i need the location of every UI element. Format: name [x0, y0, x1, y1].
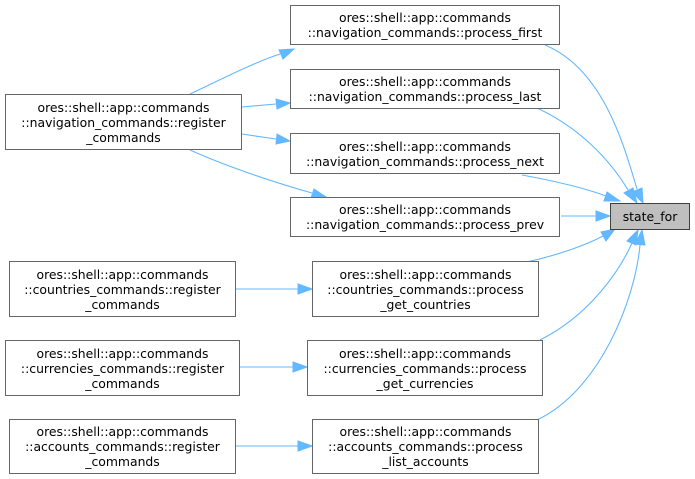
edge-process-get-countries-to-state-for	[521, 235, 604, 264]
node-process-next[interactable]: ores::shell::app::commands ::navigation_…	[290, 133, 560, 174]
edge-process-list-accounts-to-state-for	[536, 244, 641, 421]
edge-nav-register-to-process-first	[189, 53, 281, 95]
node-label-line: ::accounts_commands::process	[328, 439, 523, 454]
node-label-line: ::navigation_commands::register	[21, 114, 226, 130]
edge-process-next-to-state-for	[521, 174, 607, 197]
arrowhead	[600, 228, 617, 242]
arrowhead	[626, 228, 639, 246]
node-process-last[interactable]: ores::shell::app::commands ::navigation_…	[290, 69, 560, 109]
node-label-line: ores::shell::app::commands	[36, 424, 209, 439]
node-accounts-register-commands[interactable]: ores::shell::app::commands ::accounts_co…	[9, 419, 236, 474]
arrowhead	[275, 133, 292, 145]
arrowhead	[275, 98, 292, 110]
node-process-first[interactable]: ores::shell::app::commands ::navigation_…	[290, 5, 560, 45]
node-process-prev[interactable]: ores::shell::app::commands ::navigation_…	[290, 197, 560, 237]
node-process-get-countries[interactable]: ores::shell::app::commands ::countries_c…	[312, 261, 539, 317]
edge-nav-register-to-process-last	[241, 103, 277, 108]
node-label-line: ores::shell::app::commands	[339, 266, 512, 282]
node-label-line: _commands	[85, 296, 160, 312]
node-label-line: ::navigation_commands::process_last	[308, 89, 542, 104]
node-label-line: ::countries_commands::process	[327, 281, 524, 297]
node-label-line: ores::shell::app::commands	[36, 266, 209, 282]
node-label-line: ores::shell::app::commands	[37, 99, 210, 115]
arrowhead	[278, 48, 296, 60]
node-label-line: ::currencies_commands::process	[323, 360, 527, 376]
arrowhead	[292, 361, 309, 373]
edge-nav-register-to-process-prev	[189, 149, 313, 194]
edge-process-last-to-state-for	[536, 107, 629, 191]
node-label-line: ores::shell::app::commands	[339, 345, 511, 361]
edge-nav-register-to-process-next	[241, 133, 277, 140]
node-label-line: ::navigation_commands::process_first	[307, 25, 543, 40]
node-label-line: _get_countries	[380, 296, 471, 312]
node-label-line: ::accounts_commands::register	[25, 439, 220, 454]
node-label-line: ores::shell::app::commands	[339, 424, 512, 439]
node-label-line: _commands	[85, 454, 160, 469]
node-label-line: ::navigation_commands::process_prev	[305, 217, 545, 232]
node-label-line: ores::shell::app::commands	[339, 74, 511, 89]
arrowhead	[297, 283, 314, 295]
node-label-line: ::navigation_commands::process_next	[306, 153, 544, 169]
arrowhead	[595, 210, 612, 222]
edge-process-first-to-state-for	[544, 44, 638, 190]
node-label-line: ores::shell::app::commands	[339, 202, 511, 217]
node-label-line: ores::shell::app::commands	[339, 10, 511, 25]
node-countries-register-commands[interactable]: ores::shell::app::commands ::countries_c…	[9, 261, 236, 317]
node-label-line: _commands	[86, 129, 161, 145]
node-process-get-currencies[interactable]: ores::shell::app::commands ::currencies_…	[307, 340, 543, 396]
node-navigation-register-commands[interactable]: ores::shell::app::commands ::navigation_…	[5, 94, 242, 150]
node-label-line: ores::shell::app::commands	[339, 138, 511, 154]
node-label-line: ores::shell::app::commands	[36, 345, 209, 361]
arrowhead	[297, 440, 314, 452]
node-label: state_for	[622, 209, 678, 224]
node-currencies-register-commands[interactable]: ores::shell::app::commands ::currencies_…	[5, 340, 240, 396]
node-label-line: _get_currencies	[376, 375, 474, 391]
node-label-line: ::countries_commands::register	[24, 281, 221, 297]
node-state-for: state_for	[610, 203, 690, 230]
node-label-line: _commands	[85, 375, 160, 391]
arrowhead	[631, 187, 644, 205]
node-label-line: ::currencies_commands::register	[20, 360, 225, 376]
arrowhead	[603, 191, 622, 202]
arrowhead	[634, 228, 646, 246]
node-label-line: _list_accounts	[382, 454, 469, 469]
arrowhead	[623, 187, 638, 205]
node-process-list-accounts[interactable]: ores::shell::app::commands ::accounts_co…	[312, 419, 539, 474]
edge-process-get-currencies-to-state-for	[539, 242, 633, 341]
